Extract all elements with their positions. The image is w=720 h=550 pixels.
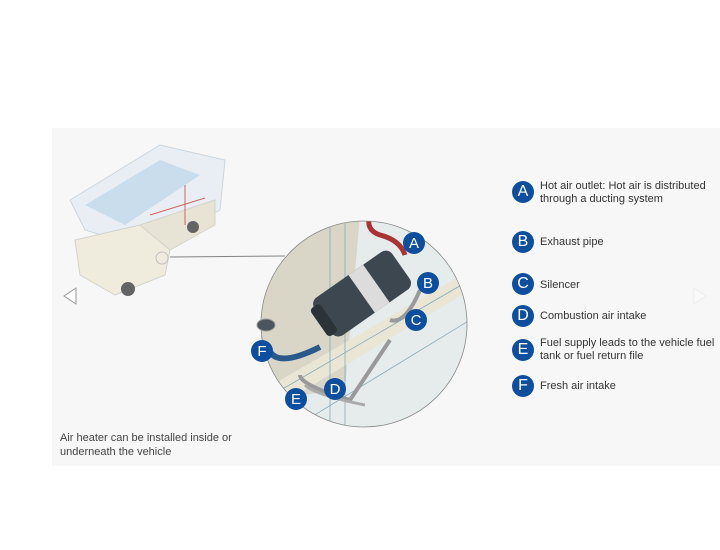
legend-text: Combustion air intake <box>540 310 647 322</box>
diagram-markers: A B C D E F <box>251 232 439 410</box>
next-slide-button[interactable] <box>690 286 710 306</box>
badge-b: B <box>512 231 534 253</box>
badge-a: A <box>512 181 534 203</box>
svg-text:C: C <box>411 312 422 329</box>
triangle-left-icon <box>63 287 77 305</box>
legend-item-b: B Exhaust pipe <box>512 231 710 253</box>
legend-text: Fresh air intake <box>540 380 616 392</box>
legend-item-c: C Silencer <box>512 273 710 295</box>
badge-c: C <box>512 273 534 295</box>
svg-text:D: D <box>330 381 341 398</box>
badge-f: F <box>512 375 534 397</box>
legend-item-a: A Hot air outlet: Hot air is distributed … <box>512 180 710 206</box>
svg-text:F: F <box>257 343 266 360</box>
motorhome-illustration <box>69 144 286 296</box>
legend-item-e: E Fuel supply leads to the vehicle fuel t… <box>512 337 715 363</box>
svg-text:A: A <box>409 235 419 252</box>
svg-text:B: B <box>423 275 433 292</box>
heater-detail-circle <box>256 220 468 428</box>
previous-slide-button[interactable] <box>60 286 80 306</box>
badge-e: E <box>512 339 534 361</box>
legend-item-f: F Fresh air intake <box>512 375 710 397</box>
badge-d: D <box>512 305 534 327</box>
legend-item-d: D Combustion air intake <box>512 305 710 327</box>
caption: Air heater can be installed inside or un… <box>60 432 232 458</box>
triangle-right-icon <box>693 287 707 305</box>
legend-text: Exhaust pipe <box>540 236 604 248</box>
legend-text: Fuel supply leads to the vehicle fuel ta… <box>540 337 715 362</box>
svg-text:E: E <box>291 391 301 408</box>
legend-text: Silencer <box>540 279 580 291</box>
legend-text: Hot air outlet: Hot air is distributed t… <box>540 180 706 205</box>
